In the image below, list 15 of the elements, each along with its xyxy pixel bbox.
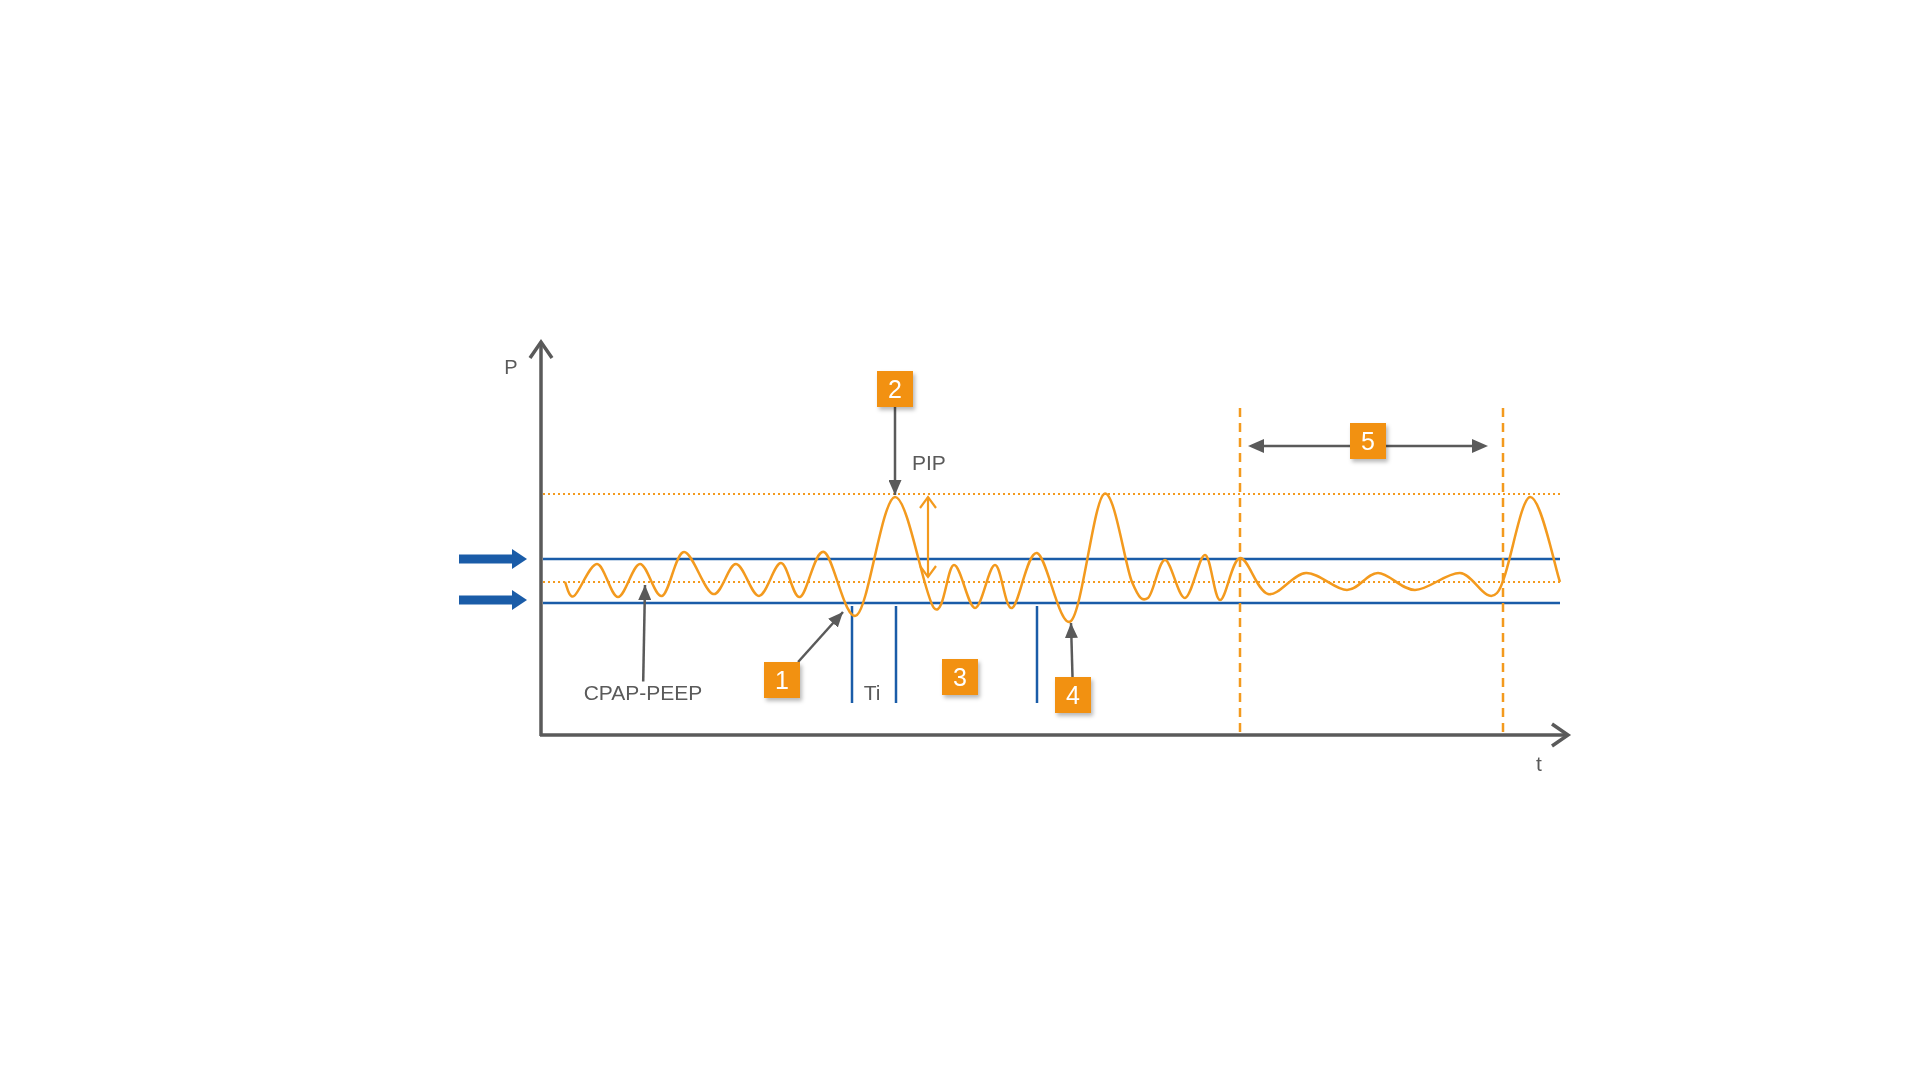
axis-label: t [1536,752,1542,774]
callout-number: 4 [1055,677,1091,713]
axis-label: P [504,357,518,377]
arrow [797,611,844,663]
annotation-text: PIP [912,451,946,473]
interval-label: Ti [863,681,881,703]
arrow [638,584,652,682]
annotation-text: CPAP-PEEP [583,681,703,703]
callout-number: 5 [1350,423,1386,459]
callout-number: 3 [942,659,978,695]
arrow [1064,622,1078,678]
callout-number: 2 [877,371,913,407]
arrow [888,407,902,495]
callout-number: 1 [764,662,800,698]
pressure-waveform [564,492,1562,623]
